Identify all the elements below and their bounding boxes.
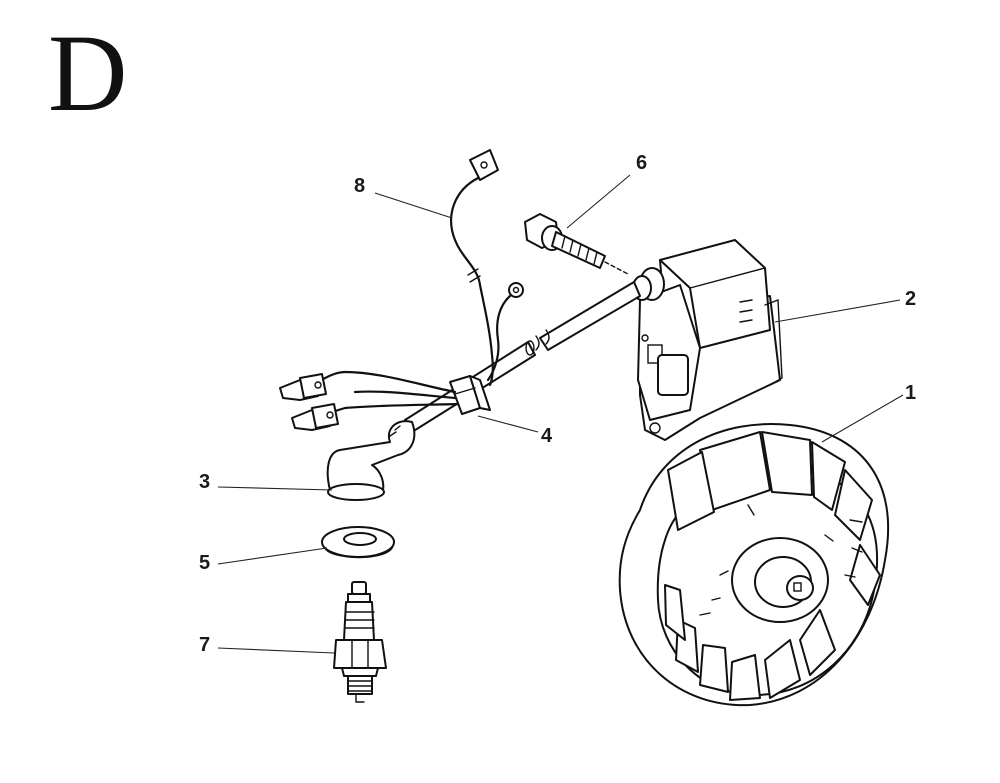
leader-line-6 [566,174,631,229]
cable-clip-drawing [449,375,491,415]
callout-1: 1 [905,382,916,404]
callout-4: 4 [541,425,553,447]
leader-line-8 [374,192,453,219]
leader-line-1 [821,394,904,443]
section-letter: D [48,12,128,134]
callout-8: 8 [354,175,365,197]
callout-7: 7 [199,634,210,656]
leader-line-5 [217,547,328,565]
leader-line-2 [774,299,901,323]
leader-line-4 [477,415,539,433]
callout-2: 2 [905,288,916,310]
leader-line-7 [217,647,335,654]
callout-5: 5 [199,552,210,574]
callout-labels: 8 6 2 1 4 3 5 7 [199,152,916,656]
bolt-drawing [524,213,629,275]
ignition-coil-drawing [632,239,783,441]
callout-6: 6 [636,152,647,174]
callout-3: 3 [199,471,210,493]
leader-lines [217,174,904,654]
flywheel-drawing [618,423,890,707]
leader-line-3 [217,486,333,491]
wire-harness-drawing [279,149,524,431]
washer-drawing [321,526,395,559]
spark-plug-drawing [333,581,387,703]
